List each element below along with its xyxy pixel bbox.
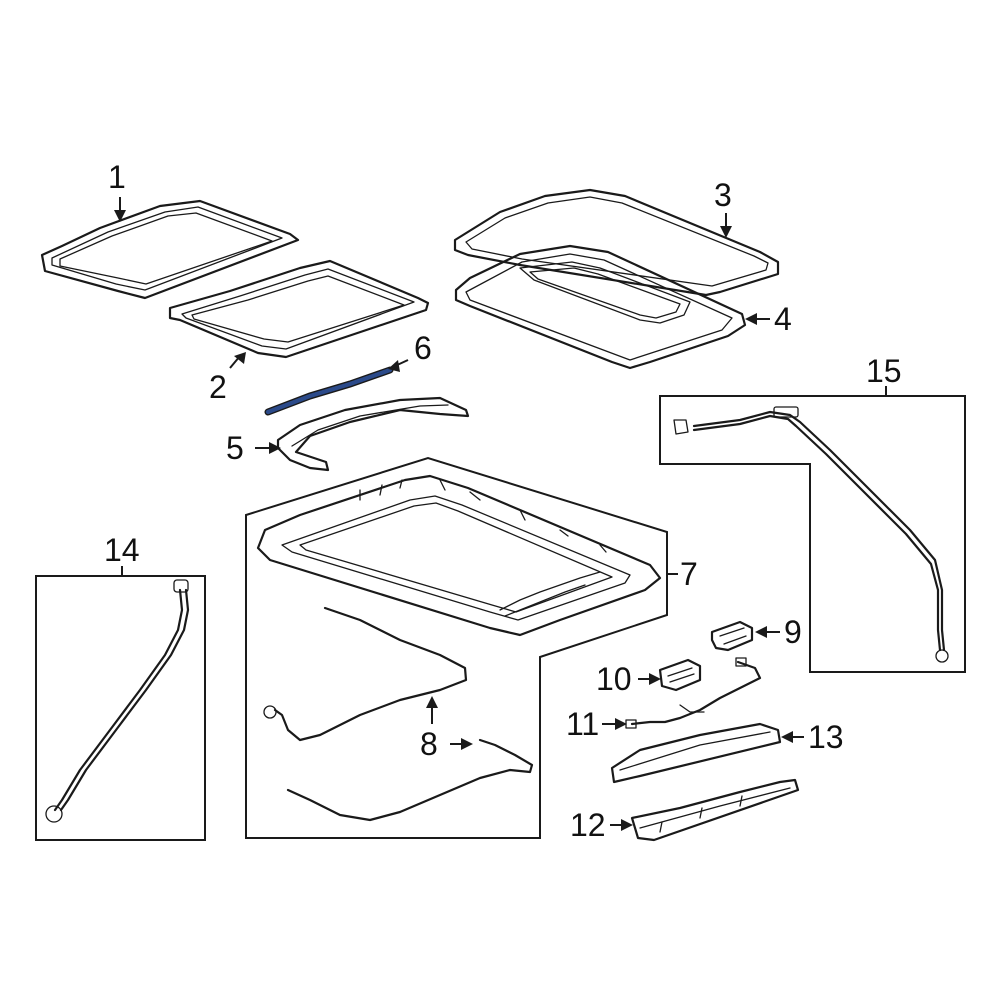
callout-13: 13 (808, 719, 844, 755)
leader-2 (229, 352, 246, 369)
callout-4: 4 (774, 301, 792, 337)
part-4-inner-seal[interactable] (454, 244, 747, 370)
callout-12: 12 (570, 807, 606, 843)
callout-8: 8 (420, 726, 438, 762)
part-15-group-box (659, 395, 966, 673)
part-11-wiring-harness[interactable] (625, 657, 762, 729)
leader-5 (255, 442, 281, 454)
part-2-glass-panel[interactable] (168, 259, 430, 359)
part-10-bracket[interactable] (658, 658, 702, 692)
part-14-group-box (35, 575, 206, 841)
callout-2: 2 (209, 369, 227, 405)
leader-8b (450, 738, 473, 750)
leader-9 (755, 626, 780, 638)
leader-13 (781, 731, 804, 743)
leader-11 (602, 718, 627, 730)
part-7-sunroof-frame[interactable] (256, 474, 662, 637)
leader-3 (720, 213, 732, 238)
leader-10 (638, 673, 661, 685)
part-8-drain-hoses[interactable] (263, 606, 534, 822)
leader-6 (388, 359, 409, 372)
callout-14: 14 (104, 532, 140, 568)
leader-4 (745, 313, 770, 325)
callout-5: 5 (226, 430, 244, 466)
leader-1 (114, 197, 126, 222)
part-15-drain-hose[interactable] (673, 406, 949, 663)
part-14-drain-hose[interactable] (45, 579, 190, 823)
part-6-highlight (265, 367, 393, 415)
callout-11: 11 (566, 706, 599, 742)
part-7-group-box (245, 456, 668, 839)
leader-8a (426, 696, 438, 724)
callout-15: 15 (866, 353, 902, 389)
part-5-deflector[interactable] (276, 396, 470, 472)
part-6-seal-strip[interactable] (264, 366, 394, 416)
callout-1: 1 (108, 159, 126, 195)
callout-6: 6 (414, 330, 432, 366)
callout-10: 10 (596, 661, 632, 697)
callout-3: 3 (714, 177, 732, 213)
part-1-glass-panel[interactable] (40, 199, 300, 300)
part-13-sunshade[interactable] (610, 722, 782, 784)
part-12-panel[interactable] (630, 778, 800, 842)
callout-9: 9 (784, 614, 802, 650)
leader-12 (610, 819, 633, 831)
callout-7: 7 (680, 556, 698, 592)
part-9-bracket[interactable] (710, 620, 754, 652)
